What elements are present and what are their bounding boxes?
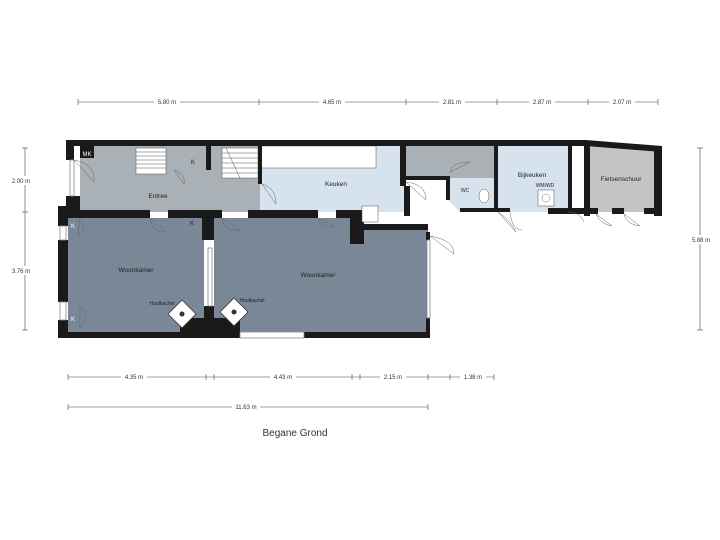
houtkachel-left-stove <box>167 299 197 329</box>
stairs <box>135 147 259 179</box>
room-woonkamer-left: Woonkamer <box>119 267 155 274</box>
top-dimension-labels: 5.80 m 4.65 m 2.81 m 2.87 m 2.07 m <box>154 97 635 106</box>
room-keuken: Keuken <box>325 181 347 188</box>
houtkachel-right-label: Houtkachel <box>239 298 264 304</box>
mk-label: MK <box>83 152 92 158</box>
room-bijkeuken: Bijkeuken <box>518 172 547 179</box>
walls <box>58 140 662 338</box>
dim-bottom-1: 4.35 m <box>125 375 143 381</box>
dim-bottom-4: 1.38 m <box>464 375 482 381</box>
room-labels: Entree Keuken Bijkeuken WC WM/WD Fietsen… <box>119 172 643 307</box>
door-swings <box>73 159 641 329</box>
dim-left-2: 3.76 m <box>12 269 30 275</box>
room-wc: WC <box>461 188 470 194</box>
k-label-middle: K <box>190 221 194 227</box>
room-wmwd: WM/WD <box>536 183 555 189</box>
dim-top-3: 2.81 m <box>443 100 461 106</box>
fixtures: MK <box>80 148 555 329</box>
dim-total: 11.63 m <box>235 405 256 411</box>
houtkachel-left-label: Houtkachel <box>149 301 174 307</box>
dim-bottom-2: 4.43 m <box>274 375 292 381</box>
houtkachel-right-stove <box>219 297 249 327</box>
closet-labels: K K K K <box>71 160 195 323</box>
k-label-left-bottom: K <box>71 317 75 323</box>
dim-top-2: 4.65 m <box>323 100 341 106</box>
dim-top-5: 2.07 m <box>613 100 631 106</box>
room-fietsenschuur: Fietsenschuur <box>601 176 643 183</box>
dim-right: 5.88 m <box>692 238 710 244</box>
k-label-hall: K <box>191 160 195 166</box>
room-fills <box>68 145 654 332</box>
left-dimensions <box>22 147 28 331</box>
windows <box>59 159 431 339</box>
dim-top-4: 2.87 m <box>533 100 551 106</box>
dim-left-1: 2.00 m <box>12 179 30 185</box>
room-entree: Entree <box>148 193 168 200</box>
floor-caption: Begane Grond <box>262 428 328 439</box>
dim-top-1: 5.80 m <box>158 100 176 106</box>
room-woonkamer-right: Woonkamer <box>301 272 337 279</box>
k-label-left-top: K <box>71 224 75 230</box>
dim-bottom-3: 2.15 m <box>384 375 402 381</box>
